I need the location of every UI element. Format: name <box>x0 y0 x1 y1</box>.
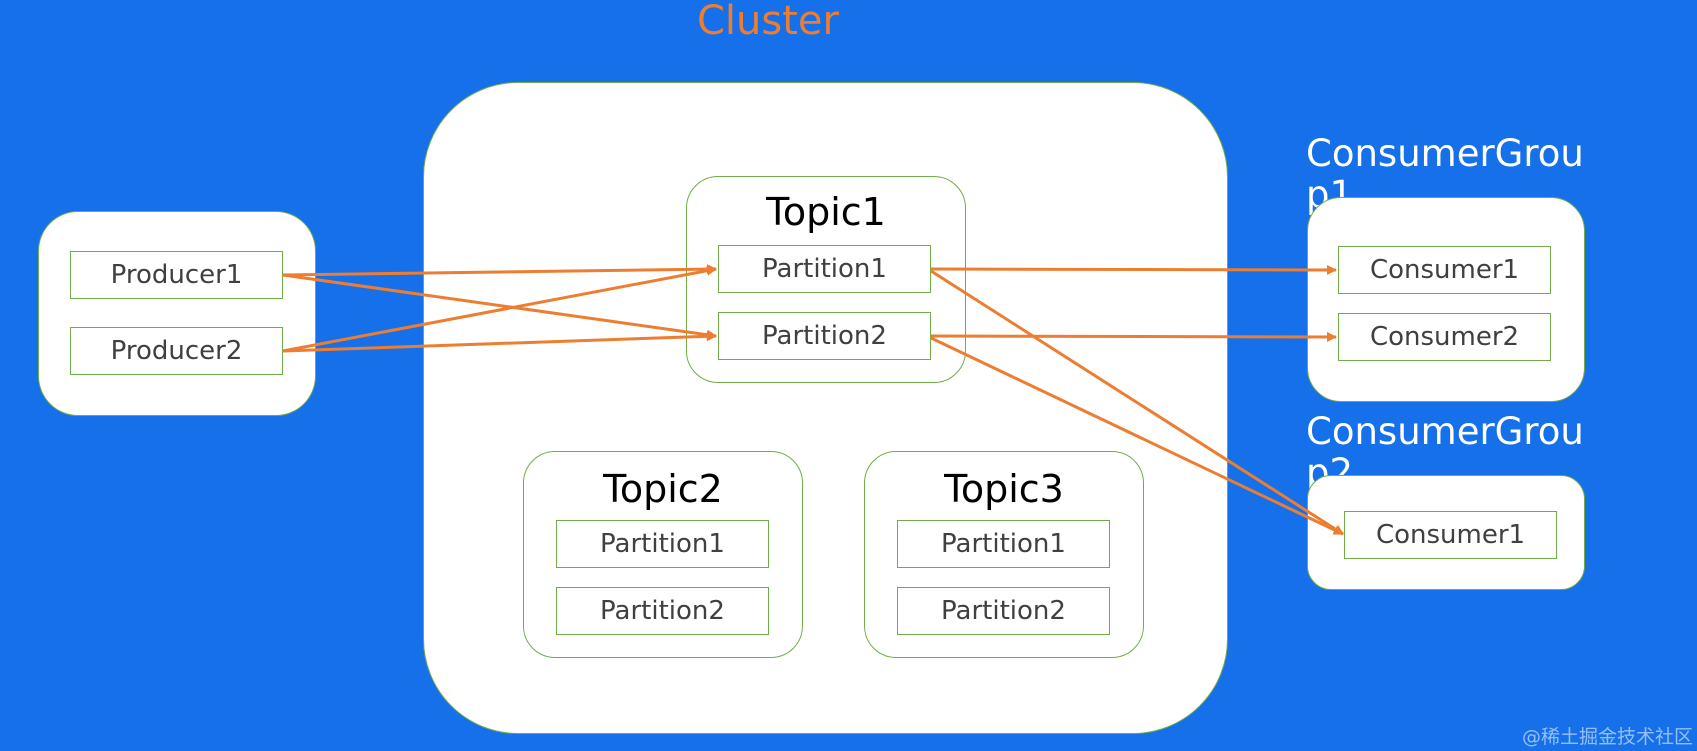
topic-2-partition-1-label: Partition1 <box>600 529 725 559</box>
consumer-group-1-consumer-1-label: Consumer1 <box>1369 255 1520 285</box>
topic-3-partition-2: Partition2 <box>897 587 1110 635</box>
topic-1-partition-1-label: Partition1 <box>762 254 887 284</box>
topic-3-title: Topic3 <box>944 467 1064 511</box>
topic-2-partition-2: Partition2 <box>556 587 769 635</box>
topic-3-partition-2-label: Partition2 <box>941 596 1066 626</box>
consumer-group-1-consumer-1: Consumer1 <box>1338 246 1551 294</box>
producer-1-label: Producer1 <box>110 260 243 290</box>
producers-group <box>38 211 316 416</box>
topic-3-partition-1: Partition1 <box>897 520 1110 568</box>
topic-1-partition-2-label: Partition2 <box>762 321 887 351</box>
producer-1: Producer1 <box>70 251 283 299</box>
topic-2-partition-2-label: Partition2 <box>600 596 725 626</box>
consumer-group-2-label: ConsumerGroup2 <box>1306 410 1584 494</box>
consumer-group-2-consumer-1: Consumer1 <box>1344 511 1557 559</box>
consumer-group-2-consumer-1-label: Consumer1 <box>1375 520 1526 550</box>
topic-3-partition-1-label: Partition1 <box>941 529 1066 559</box>
producer-2: Producer2 <box>70 327 283 375</box>
producer-2-label: Producer2 <box>110 336 243 366</box>
topic-1-partition-2: Partition2 <box>718 312 931 360</box>
topic-2-partition-1: Partition1 <box>556 520 769 568</box>
consumer-group-1 <box>1307 197 1585 402</box>
topic-1-partition-1: Partition1 <box>718 245 931 293</box>
topic-2-title: Topic2 <box>603 467 723 511</box>
consumer-group-1-consumer-2: Consumer2 <box>1338 313 1551 361</box>
topic-1-title: Topic1 <box>766 190 886 234</box>
watermark: @稀土掘金技术社区 <box>1522 726 1694 748</box>
cluster-title: Cluster <box>697 0 839 44</box>
consumer-group-1-consumer-2-label: Consumer2 <box>1369 322 1520 352</box>
